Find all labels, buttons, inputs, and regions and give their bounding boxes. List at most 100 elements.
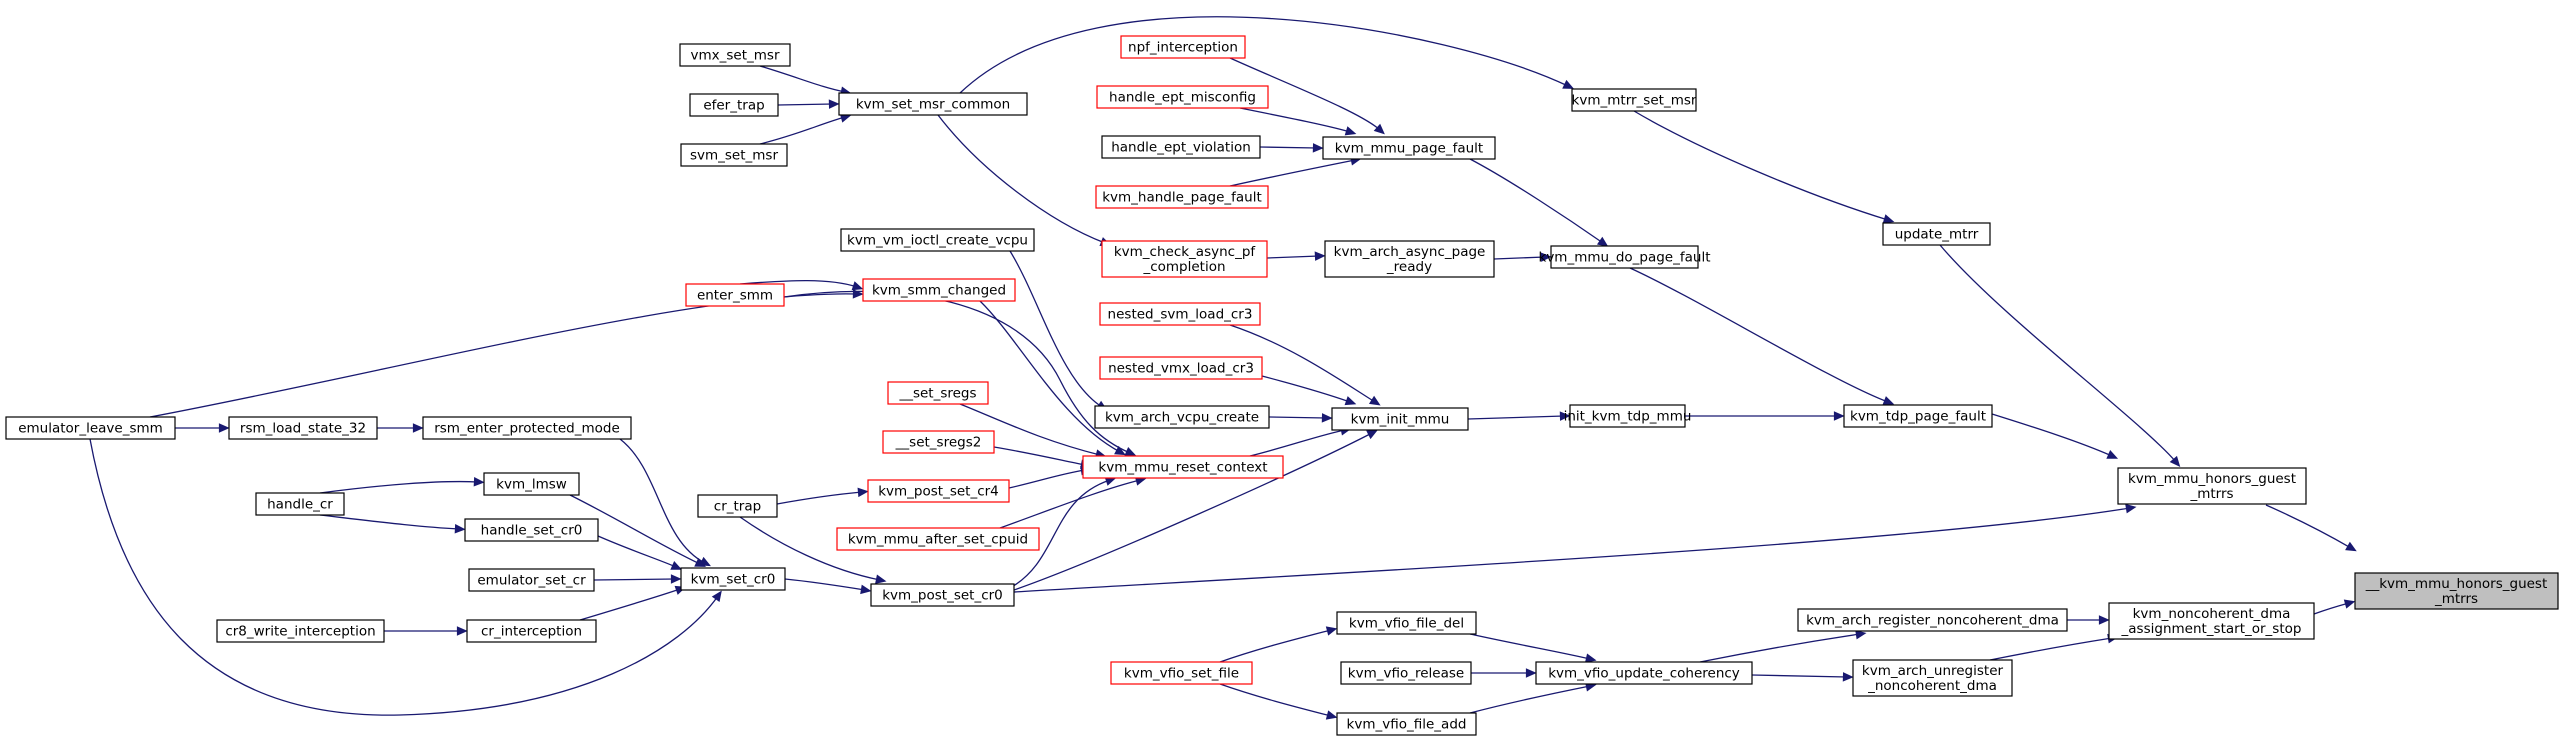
- node-box: [1571, 88, 1697, 112]
- edges: [89, 16, 2357, 720]
- function-node-handle-cr[interactable]: handle_cr: [255, 492, 345, 516]
- call-edge-vfio_del-to-vfio_coh: [1469, 633, 1597, 663]
- function-node-smm-changed[interactable]: kvm_smm_changed: [862, 278, 1016, 302]
- function-node-ept-misc[interactable]: handle_ept_misconfig: [1096, 85, 1269, 109]
- function-node-unreg-dma[interactable]: kvm_arch_unregister_noncoherent_dma: [1852, 659, 2013, 697]
- function-node-vfio-del[interactable]: kvm_vfio_file_del: [1336, 611, 1477, 635]
- function-node-mmu-pf[interactable]: kvm_mmu_page_fault: [1322, 136, 1496, 160]
- function-node-cr-int[interactable]: cr_interception: [466, 619, 597, 643]
- edge-line: [739, 516, 881, 581]
- function-node-cr8[interactable]: cr8_write_interception: [216, 619, 385, 643]
- edge-line: [1493, 256, 1546, 260]
- call-edge-emu_leave-to-rsm_32: [175, 423, 230, 433]
- function-node-arch-async[interactable]: kvm_arch_async_page_ready: [1324, 240, 1495, 278]
- arrowhead: [694, 557, 707, 567]
- function-node-mtrr-set-msr[interactable]: kvm_mtrr_set_msr: [1571, 88, 1697, 112]
- function-node-sregs[interactable]: __set_sregs: [887, 381, 989, 405]
- call-edge-unreg_dma-to-knda: [1989, 633, 2119, 661]
- function-node-sregs2[interactable]: __set_sregs2: [882, 430, 995, 454]
- node-label: rsm_load_state_32: [240, 421, 366, 437]
- edge-line: [569, 494, 701, 565]
- function-node-efer[interactable]: efer_trap: [689, 93, 779, 117]
- nodes: __kvm_mmu_honors_guest_mtrrs kvm_mmu_hono…: [5, 35, 2559, 736]
- call-edge-init_tdp-to-tdp_pf: [1685, 411, 1845, 421]
- node-label: enter_smm: [697, 288, 773, 304]
- function-node-init-mmu[interactable]: kvm_init_mmu: [1331, 407, 1469, 431]
- node-label: kvm_tdp_page_fault: [1850, 409, 1986, 425]
- arrowhead: [857, 487, 869, 498]
- edge-line: [319, 480, 479, 494]
- function-node-vfio-rel[interactable]: kvm_vfio_release: [1340, 661, 1472, 685]
- call-edge-npf-to-mmu_pf: [1229, 57, 1385, 135]
- function-node-set-msr-common[interactable]: kvm_set_msr_common: [838, 92, 1028, 116]
- function-node-ept-viol[interactable]: handle_ept_violation: [1101, 135, 1261, 159]
- call-edge-reg_dma-to-knda: [2067, 615, 2110, 625]
- function-node-svm-msr[interactable]: svm_set_msr: [680, 143, 788, 167]
- edge-line: [777, 103, 834, 106]
- function-node-vfio-set[interactable]: kvm_vfio_set_file: [1110, 661, 1253, 685]
- function-node-enter-smm[interactable]: enter_smm: [685, 283, 785, 307]
- arrowhead: [1373, 123, 1385, 135]
- node-label: kvm_vfio_file_add: [1347, 717, 1467, 733]
- node-label: _assignment_start_or_stop: [2121, 621, 2302, 637]
- function-node-emu-cr[interactable]: emulator_set_cr: [468, 568, 595, 592]
- function-node-nsvm-cr3[interactable]: nested_svm_load_cr3: [1099, 302, 1261, 326]
- call-edge-ept_viol-to-mmu_pf: [1259, 143, 1324, 153]
- function-node-after-cpuid[interactable]: kvm_mmu_after_set_cpuid: [836, 527, 1040, 551]
- function-node-handle-pf[interactable]: kvm_handle_page_fault: [1095, 185, 1269, 209]
- function-node-kmhgm[interactable]: kvm_mmu_honors_guest_mtrrs: [2117, 467, 2307, 505]
- function-node-post-cr4[interactable]: kvm_post_set_cr4: [867, 479, 1010, 503]
- function-node-ioctl-vcpu[interactable]: kvm_vm_ioctl_create_vcpu: [840, 228, 1035, 252]
- function-node-set-cr0[interactable]: kvm_set_cr0: [680, 567, 786, 591]
- function-node-do-pf[interactable]: kvm_mmu_do_page_fault: [1539, 245, 1711, 269]
- function-node-check-async[interactable]: kvm_check_async_pf_completion: [1101, 240, 1268, 278]
- edge-line: [2313, 602, 2350, 615]
- edge-line: [1229, 159, 1356, 187]
- function-node-cr-trap[interactable]: cr_trap: [697, 494, 778, 518]
- function-node-knda[interactable]: kvm_noncoherent_dma_assignment_start_or_…: [2108, 602, 2315, 640]
- function-node-tdp-pf[interactable]: kvm_tdp_page_fault: [1843, 404, 1993, 428]
- edge-line: [959, 16, 1569, 94]
- node-label: kvm_mmu_honors_guest: [2128, 471, 2296, 487]
- call-edge-kmhgm-to-mhgm: [2265, 504, 2357, 552]
- node-box: [685, 283, 785, 307]
- function-node-mhgm[interactable]: __kvm_mmu_honors_guest_mtrrs: [2354, 572, 2559, 610]
- function-node-vfio-coh[interactable]: kvm_vfio_update_coherency: [1535, 661, 1753, 685]
- edge-line: [1229, 57, 1381, 131]
- arrowhead: [454, 524, 466, 534]
- function-node-emu-leave[interactable]: emulator_leave_smm: [5, 416, 176, 440]
- function-node-rsm-32[interactable]: rsm_load_state_32: [228, 416, 378, 440]
- function-node-vcpu-create[interactable]: kvm_arch_vcpu_create: [1094, 405, 1270, 429]
- node-label: handle_cr: [267, 497, 333, 513]
- edge-line: [319, 514, 460, 530]
- function-node-vmx-msr[interactable]: vmx_set_msr: [679, 43, 791, 67]
- edge-line: [783, 290, 1131, 454]
- node-box: [422, 416, 632, 440]
- edge-line: [1939, 244, 2177, 463]
- function-node-reset-ctx[interactable]: kvm_mmu_reset_context: [1082, 455, 1284, 479]
- function-node-lmsw[interactable]: kvm_lmsw: [483, 472, 580, 496]
- function-node-init-tdp[interactable]: init_kvm_tdp_mmu: [1564, 404, 1692, 428]
- function-node-vfio-add[interactable]: kvm_vfio_file_add: [1336, 712, 1477, 736]
- edge-line: [1239, 107, 1351, 133]
- node-label: nested_svm_load_cr3: [1108, 307, 1253, 323]
- call-edge-arch_async-to-do_pf: [1493, 252, 1552, 262]
- function-node-handle-cr0[interactable]: handle_set_cr0: [464, 518, 599, 542]
- function-node-reg-dma[interactable]: kvm_arch_register_noncoherent_dma: [1797, 608, 2068, 632]
- function-node-post-cr0[interactable]: kvm_post_set_cr0: [870, 583, 1015, 607]
- node-box: [1797, 608, 2068, 632]
- node-box: [887, 381, 989, 405]
- function-node-update-mtrr[interactable]: update_mtrr: [1882, 222, 1991, 246]
- node-box: [1094, 405, 1270, 429]
- call-edge-vfio_rel-to-vfio_coh: [1471, 668, 1537, 678]
- node-label: _mtrrs: [2434, 591, 2478, 607]
- function-node-nvmx-cr3[interactable]: nested_vmx_load_cr3: [1099, 356, 1263, 380]
- function-node-rsm-prot[interactable]: rsm_enter_protected_mode: [422, 416, 632, 440]
- call-edge-smm_changed-to-reset_ctx: [979, 300, 1126, 456]
- function-node-npf[interactable]: npf_interception: [1120, 35, 1246, 59]
- arrowhead: [2098, 615, 2110, 625]
- call-edge-ept_misc-to-mmu_pf: [1239, 107, 1357, 136]
- node-label: cr_trap: [714, 499, 761, 515]
- edge-line: [1008, 469, 1086, 489]
- edge-line: [784, 578, 866, 591]
